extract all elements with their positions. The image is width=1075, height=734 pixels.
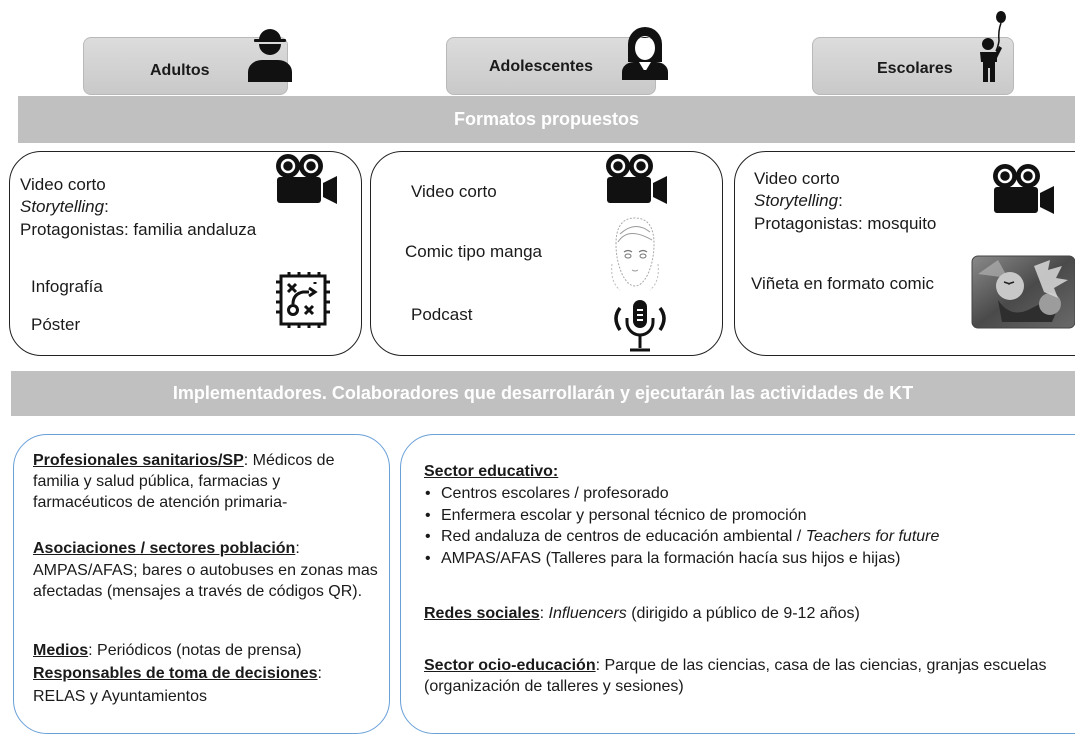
manga-sketch-icon [611, 217, 659, 291]
list-item: AMPAS/AFAS (Talleres para la formación h… [421, 548, 939, 570]
formatos-band: Formatos propuestos [18, 96, 1075, 143]
adultos-protagonistas: Protagonistas: familia andaluza [20, 220, 257, 239]
comic-panel-icon [971, 255, 1075, 329]
medios-heading: Medios [33, 642, 89, 659]
video-camera-icon [993, 164, 1054, 214]
tab-adolescentes-label: Adolescentes [489, 58, 594, 75]
responsables-heading: Responsables de toma de decisiones [33, 665, 318, 682]
sector-ocio-heading: Sector ocio-educación [424, 657, 596, 674]
escolares-storytelling: Storytelling: [754, 191, 843, 210]
adult-person-icon [248, 29, 292, 82]
medios-entry: Medios: Periódicos (notas de prensa) [33, 642, 302, 659]
sector-educativo-list: Centros escolares / profesorado Enfermer… [421, 483, 939, 569]
list-item: Red andaluza de centros de educación amb… [421, 526, 939, 548]
redes-sociales-heading: Redes sociales [424, 605, 540, 622]
asociaciones-text: AMPAS/AFAS; bares o autobuses en zonas m… [33, 562, 378, 600]
implementadores-band-title: Implementadores. Colaboradores que desar… [172, 383, 914, 403]
sector-ocio-entry: Sector ocio-educación: Parque de las cie… [424, 657, 1047, 695]
teen-girl-icon [622, 27, 668, 80]
list-item: Enfermera escolar y personal técnico de … [421, 505, 939, 527]
tab-escolares-label: Escolares [877, 60, 953, 77]
adolescentes-podcast: Podcast [411, 305, 473, 324]
adultos-poster: Póster [31, 315, 81, 334]
adolescentes-video-corto: Video corto [411, 182, 497, 201]
responsables-text: RELAS y Ayuntamientos [33, 688, 208, 705]
tab-adultos-label: Adultos [150, 62, 210, 79]
microphone-icon [614, 300, 666, 352]
escolares-video-corto: Video corto [754, 169, 840, 188]
tab-escolares: Escolares [812, 37, 1014, 95]
prof-sanitarios-text: : Médicos de familia y salud pública, fa… [33, 452, 335, 511]
responsables-heading-line: Responsables de toma de decisiones: [33, 665, 322, 682]
video-camera-icon [276, 154, 337, 204]
escolares-protagonistas: Protagonistas: mosquito [754, 214, 937, 233]
formatos-band-title: Formatos propuestos [453, 109, 640, 129]
implementadores-band: Implementadores. Colaboradores que desar… [11, 371, 1075, 416]
adultos-video-corto: Video corto [20, 175, 106, 194]
adolescentes-comic-manga: Comic tipo manga [405, 242, 543, 261]
adultos-storytelling: Storytelling: [20, 197, 109, 216]
infographic-icon [276, 272, 330, 328]
adultos-infografia: Infografía [31, 277, 103, 296]
redes-sociales-entry: Redes sociales: Influencers (dirigido a … [424, 605, 860, 622]
prof-sanitarios-entry: Profesionales sanitarios/SP: Médicos de … [33, 450, 363, 513]
asociaciones-heading-line: Asociaciones / sectores población: [33, 540, 300, 557]
list-item: Centros escolares / profesorado [421, 483, 939, 505]
video-camera-icon [606, 154, 667, 204]
escolares-vineta: Viñeta en formato comic [751, 274, 934, 293]
prof-sanitarios-heading: Profesionales sanitarios/SP [33, 452, 244, 469]
sector-educativo-heading: Sector educativo: [424, 463, 559, 480]
asociaciones-heading: Asociaciones / sectores población [33, 540, 296, 557]
child-with-balloon-icon [980, 11, 1006, 82]
tab-adolescentes: Adolescentes [446, 37, 656, 95]
